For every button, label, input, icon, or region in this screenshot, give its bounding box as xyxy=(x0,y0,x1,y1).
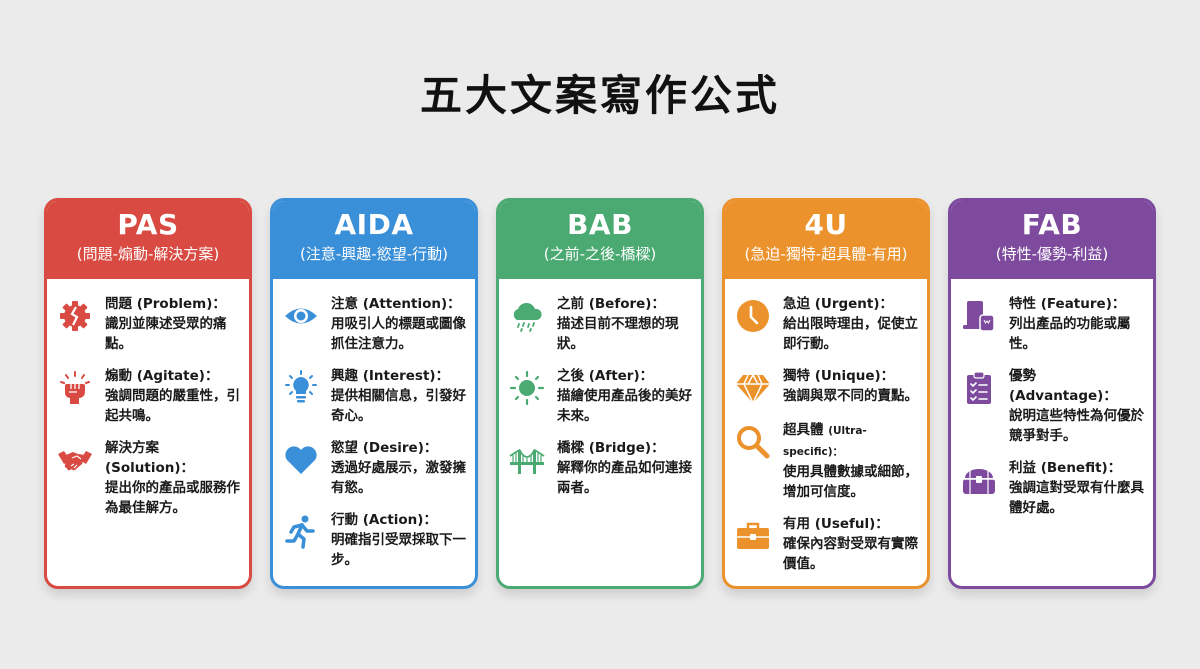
card-4u: 4U (急迫-獨特-超具體-有用) 急迫 (Urgent)： 給出限時理由，促使… xyxy=(722,198,930,589)
item-label: 行動 (Action)： xyxy=(331,512,437,528)
card-body: 注意 (Attention)： 用吸引人的標題或圖像抓住注意力。 興趣 (Int… xyxy=(273,278,475,570)
list-item: 慾望 (Desire)： 透過好處展示，激發擁有慾。 xyxy=(281,438,467,498)
treasure-chest-icon xyxy=(959,460,999,500)
list-item: 之前 (Before)： 描述目前不理想的現狀。 xyxy=(507,294,693,354)
rain-cloud-icon xyxy=(507,296,547,336)
card-name: AIDA xyxy=(334,208,414,241)
devices-icon xyxy=(959,296,999,336)
item-desc: 強調這對受眾有什麼具體好處。 xyxy=(1009,480,1144,516)
item-desc: 用吸引人的標題或圖像抓住注意力。 xyxy=(331,316,466,352)
page-title: 五大文案寫作公式 xyxy=(419,71,780,120)
sun-icon xyxy=(507,368,547,408)
item-desc: 識別並陳述受眾的痛點。 xyxy=(105,316,227,352)
item-desc: 確保內容對受眾有實際價值。 xyxy=(783,536,918,572)
broken-gear-icon xyxy=(55,296,95,336)
card-subtitle: (注意-興趣-慾望-行動) xyxy=(300,245,448,263)
card-body: 之前 (Before)： 描述目前不理想的現狀。 之後 (After)： 描繪使… xyxy=(499,278,701,498)
checklist-icon xyxy=(959,368,999,408)
list-item: 利益 (Benefit)： 強調這對受眾有什麼具體好處。 xyxy=(959,458,1145,518)
item-desc: 解釋你的產品如何連接兩者。 xyxy=(557,460,692,496)
card-header: PAS (問題-煽動-解決方案) xyxy=(47,201,249,279)
card-name: BAB xyxy=(567,208,633,241)
card-aida: AIDA (注意-興趣-慾望-行動) 注意 (Attention)： 用吸引人的… xyxy=(270,198,478,589)
item-label: 橋樑 (Bridge)： xyxy=(557,440,665,456)
item-label: 之後 (After)： xyxy=(557,368,654,384)
item-label: 解決方案 (Solution)： xyxy=(105,440,195,476)
item-label: 獨特 (Unique)： xyxy=(783,368,895,384)
list-item: 急迫 (Urgent)： 給出限時理由，促使立即行動。 xyxy=(733,294,919,354)
card-subtitle: (問題-煽動-解決方案) xyxy=(76,245,220,263)
formula-cards: PAS (問題-煽動-解決方案) 問題 (Problem)： 識別並陳述受眾的痛… xyxy=(44,198,1156,589)
list-item: 問題 (Problem)： 識別並陳述受眾的痛點。 xyxy=(55,294,241,354)
card-pas: PAS (問題-煽動-解決方案) 問題 (Problem)： 識別並陳述受眾的痛… xyxy=(44,198,252,589)
eye-icon xyxy=(281,296,321,336)
list-item: 超具體 (Ultra-specific)： 使用具體數據或細節，增加可信度。 xyxy=(733,420,919,502)
item-desc: 說明這些特性為何優於競爭對手。 xyxy=(1009,408,1144,444)
card-header: AIDA (注意-興趣-慾望-行動) xyxy=(273,201,475,279)
list-item: 優勢 (Advantage)： 說明這些特性為何優於競爭對手。 xyxy=(959,366,1145,446)
item-desc: 提供相關信息，引發好奇心。 xyxy=(331,388,466,424)
item-label: 特性 (Feature)： xyxy=(1009,296,1126,312)
item-label: 興趣 (Interest)： xyxy=(331,368,450,384)
item-desc: 強調與眾不同的賣點。 xyxy=(783,388,918,404)
lightbulb-icon xyxy=(281,368,321,408)
item-label: 優勢 (Advantage)： xyxy=(1009,368,1117,404)
list-item: 有用 (Useful)： 確保內容對受眾有實際價值。 xyxy=(733,514,919,574)
item-label: 利益 (Benefit)： xyxy=(1009,460,1122,476)
item-desc: 描述目前不理想的現狀。 xyxy=(557,316,679,352)
list-item: 煽動 (Agitate)： 強調問題的嚴重性，引起共鳴。 xyxy=(55,366,241,426)
item-label: 慾望 (Desire)： xyxy=(331,440,438,456)
item-label: 之前 (Before)： xyxy=(557,296,665,312)
item-desc: 列出產品的功能或屬性。 xyxy=(1009,316,1131,352)
diamond-icon xyxy=(733,368,773,408)
item-label: 問題 (Problem)： xyxy=(105,296,226,312)
item-label: 急迫 (Urgent)： xyxy=(783,296,894,312)
item-desc: 使用具體數據或細節，增加可信度。 xyxy=(783,464,918,500)
item-label: 注意 (Attention)： xyxy=(331,296,461,312)
magnifier-icon xyxy=(733,422,773,462)
list-item: 獨特 (Unique)： 強調與眾不同的賣點。 xyxy=(733,366,919,408)
item-desc: 透過好處展示，激發擁有慾。 xyxy=(331,460,466,496)
item-label: 超具體 xyxy=(783,422,824,438)
card-header: BAB (之前-之後-橋樑) xyxy=(499,201,701,279)
card-fab: FAB (特性-優勢-利益) 特性 (Feature)： 列出產品的功能或屬性。… xyxy=(948,198,1156,589)
item-desc: 給出限時理由，促使立即行動。 xyxy=(783,316,918,352)
item-desc: 提出你的產品或服務作為最佳解方。 xyxy=(105,480,240,516)
clock-icon xyxy=(733,296,773,336)
item-label-english: (Ultra-specific)： xyxy=(783,425,867,458)
list-item: 之後 (After)： 描繪使用產品後的美好未來。 xyxy=(507,366,693,426)
list-item: 橋樑 (Bridge)： 解釋你的產品如何連接兩者。 xyxy=(507,438,693,498)
bridge-icon xyxy=(507,440,547,480)
item-desc: 強調問題的嚴重性，引起共鳴。 xyxy=(105,388,240,424)
card-subtitle: (急迫-獨特-超具體-有用) xyxy=(744,245,908,263)
item-label: 有用 (Useful)： xyxy=(783,516,889,532)
item-desc: 描繪使用產品後的美好未來。 xyxy=(557,388,692,424)
list-item: 特性 (Feature)： 列出產品的功能或屬性。 xyxy=(959,294,1145,354)
raised-fist-icon xyxy=(55,368,95,408)
card-body: 急迫 (Urgent)： 給出限時理由，促使立即行動。 獨特 (Unique)：… xyxy=(725,278,927,574)
list-item: 行動 (Action)： 明確指引受眾採取下一步。 xyxy=(281,510,467,570)
card-body: 特性 (Feature)： 列出產品的功能或屬性。 優勢 (Advantage)… xyxy=(951,278,1153,518)
heart-icon xyxy=(281,440,321,480)
handshake-icon xyxy=(55,440,95,480)
briefcase-icon xyxy=(733,516,773,556)
card-header: FAB (特性-優勢-利益) xyxy=(951,201,1153,279)
item-desc: 明確指引受眾採取下一步。 xyxy=(331,532,466,568)
card-bab: BAB (之前-之後-橋樑) 之前 (Before)： 描述目前不理想的現狀。 … xyxy=(496,198,704,589)
card-subtitle: (之前-之後-橋樑) xyxy=(543,245,657,263)
list-item: 解決方案 (Solution)： 提出你的產品或服務作為最佳解方。 xyxy=(55,438,241,518)
card-name: FAB xyxy=(1021,208,1083,241)
card-body: 問題 (Problem)： 識別並陳述受眾的痛點。 煽動 (Agitate)： … xyxy=(47,278,249,518)
running-person-icon xyxy=(281,512,321,552)
card-name: 4U xyxy=(804,208,848,241)
list-item: 興趣 (Interest)： 提供相關信息，引發好奇心。 xyxy=(281,366,467,426)
card-subtitle: (特性-優勢-利益) xyxy=(995,245,1109,263)
item-label: 煽動 (Agitate)： xyxy=(105,368,219,384)
card-name: PAS xyxy=(117,208,179,241)
card-header: 4U (急迫-獨特-超具體-有用) xyxy=(725,201,927,279)
list-item: 注意 (Attention)： 用吸引人的標題或圖像抓住注意力。 xyxy=(281,294,467,354)
